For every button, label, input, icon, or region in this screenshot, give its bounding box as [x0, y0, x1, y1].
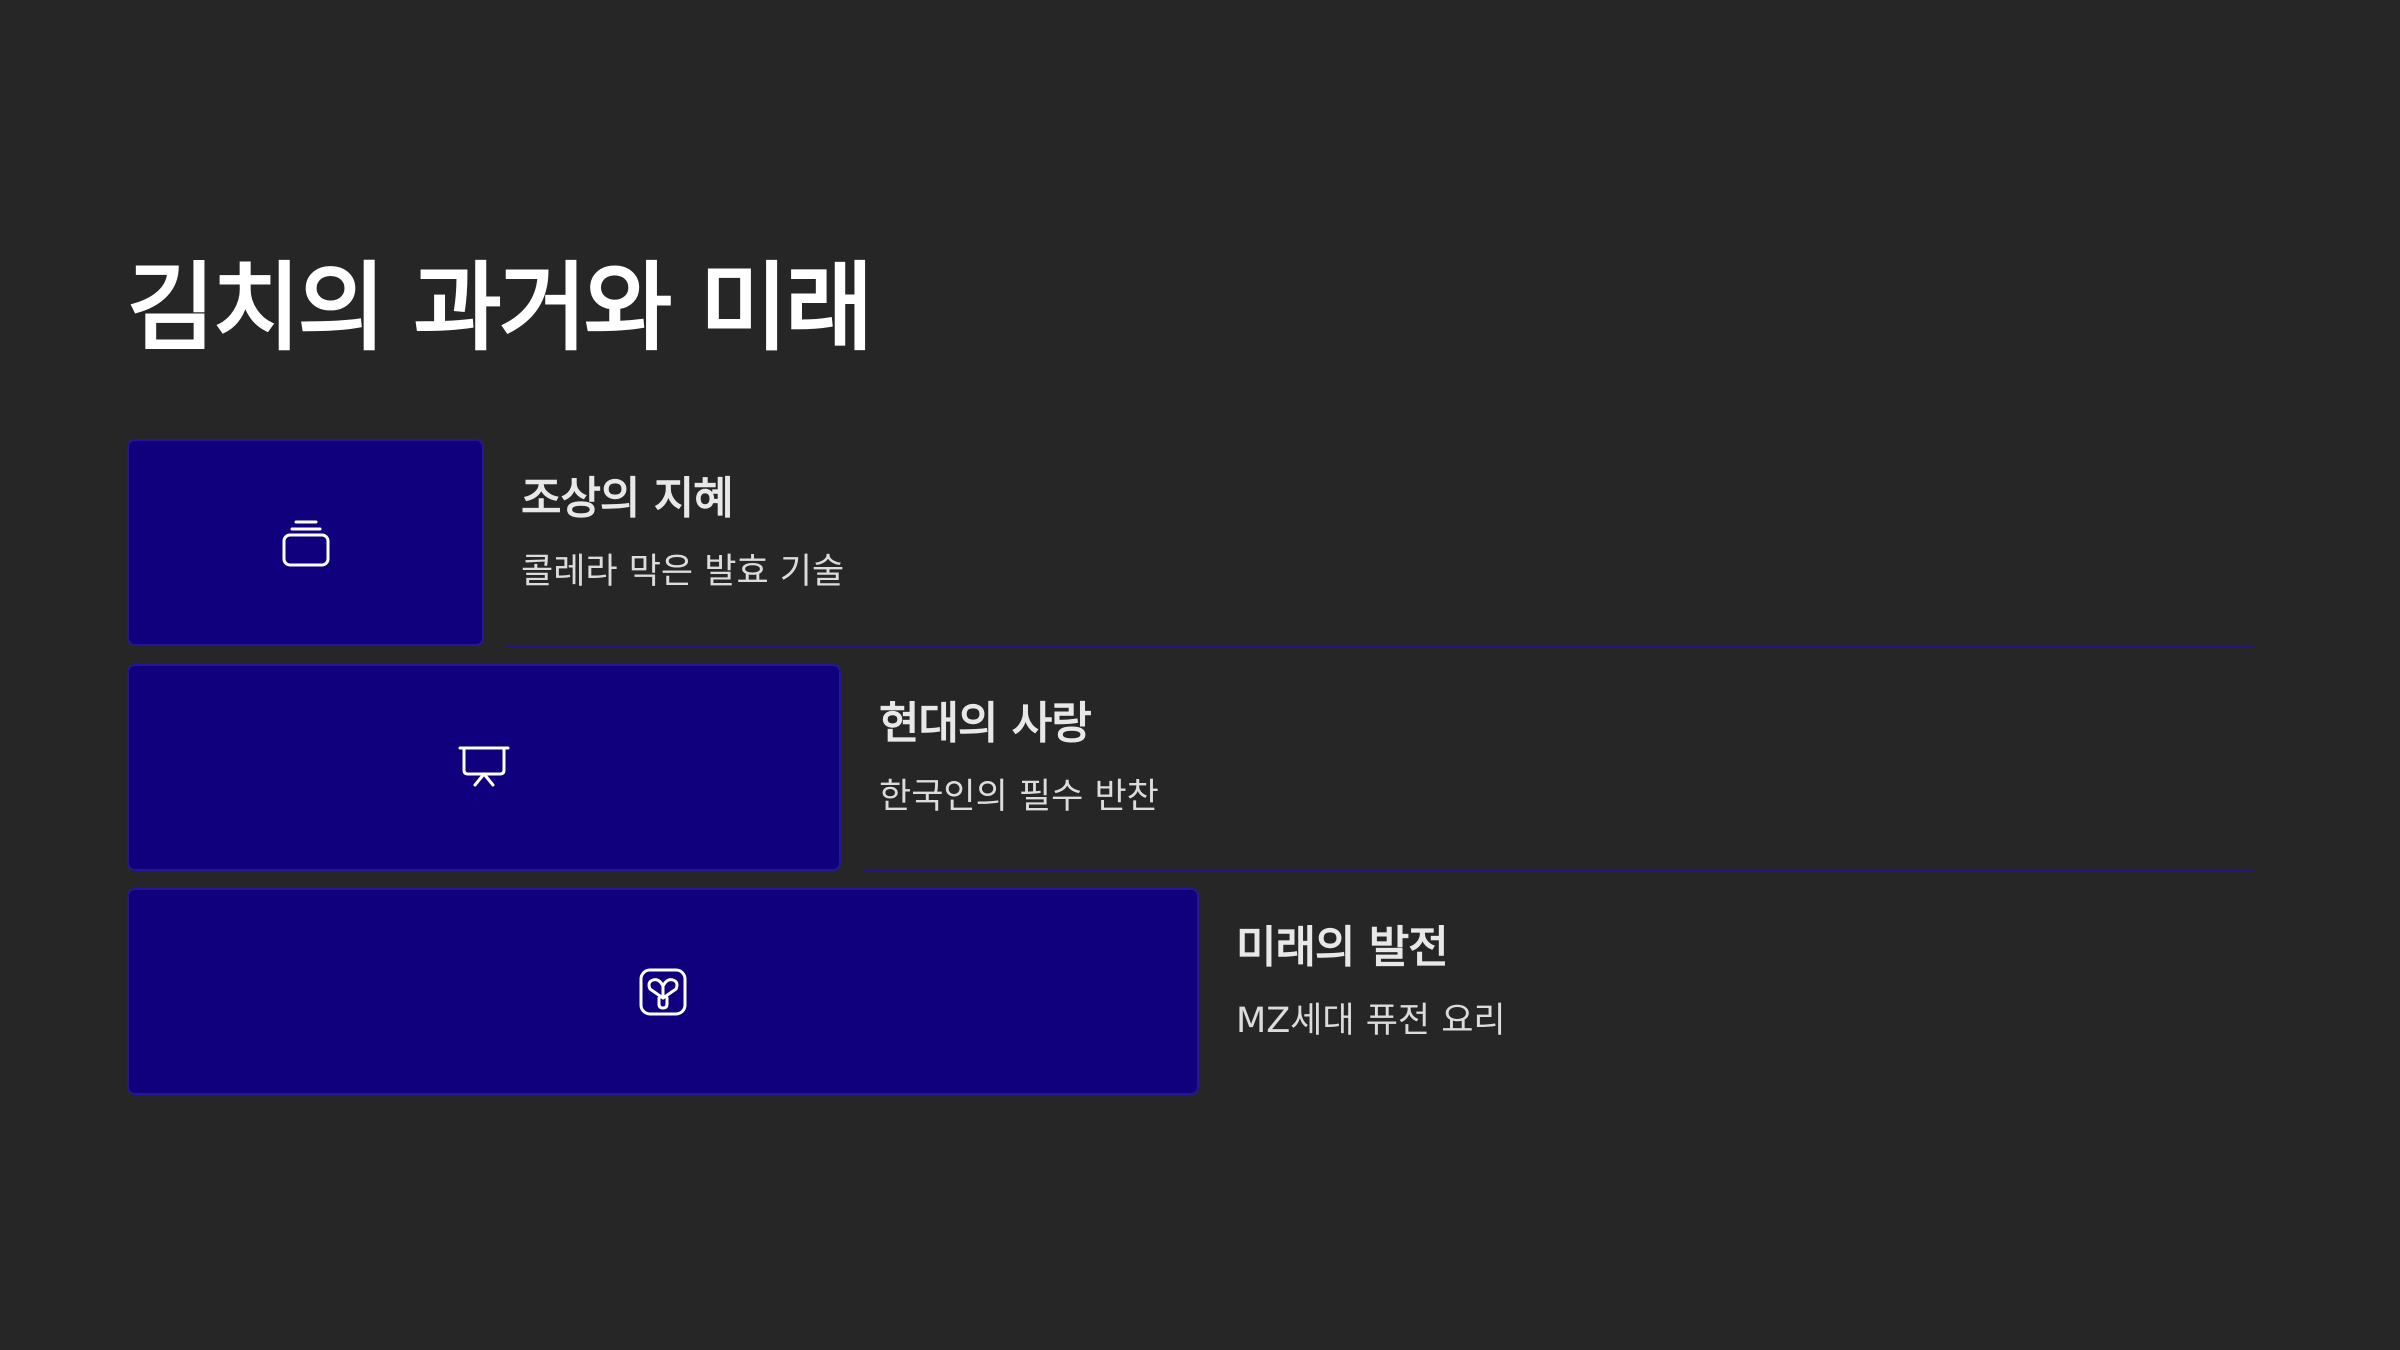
stage-block-future	[127, 888, 1199, 1095]
stage-row-future: 미래의 발전 MZ세대 퓨전 요리	[127, 888, 2254, 1095]
stage-heading: 미래의 발전	[1236, 922, 1449, 973]
presentation-board-icon	[456, 740, 512, 796]
stage-description: MZ세대 퓨전 요리	[1236, 1001, 1506, 1041]
stage-heading: 현대의 사랑	[879, 698, 1092, 749]
stage-block-modern	[127, 664, 841, 871]
slide-title: 김치의 과거와 미래	[127, 252, 873, 364]
stage-row-ancestors: 조상의 지혜 콜레라 막은 발효 기술	[127, 439, 2254, 647]
stage-description: 콜레라 막은 발효 기술	[521, 552, 845, 592]
stage-divider	[505, 645, 2254, 647]
stage-block-ancestors	[127, 439, 484, 646]
fusion-emblem-icon	[635, 964, 691, 1020]
jar-icon	[278, 515, 334, 571]
stage-row-modern: 현대의 사랑 한국인의 필수 반찬	[127, 664, 2254, 872]
stage-heading: 조상의 지혜	[521, 473, 734, 524]
stage-description: 한국인의 필수 반찬	[879, 777, 1159, 817]
stage-divider	[863, 870, 2254, 872]
